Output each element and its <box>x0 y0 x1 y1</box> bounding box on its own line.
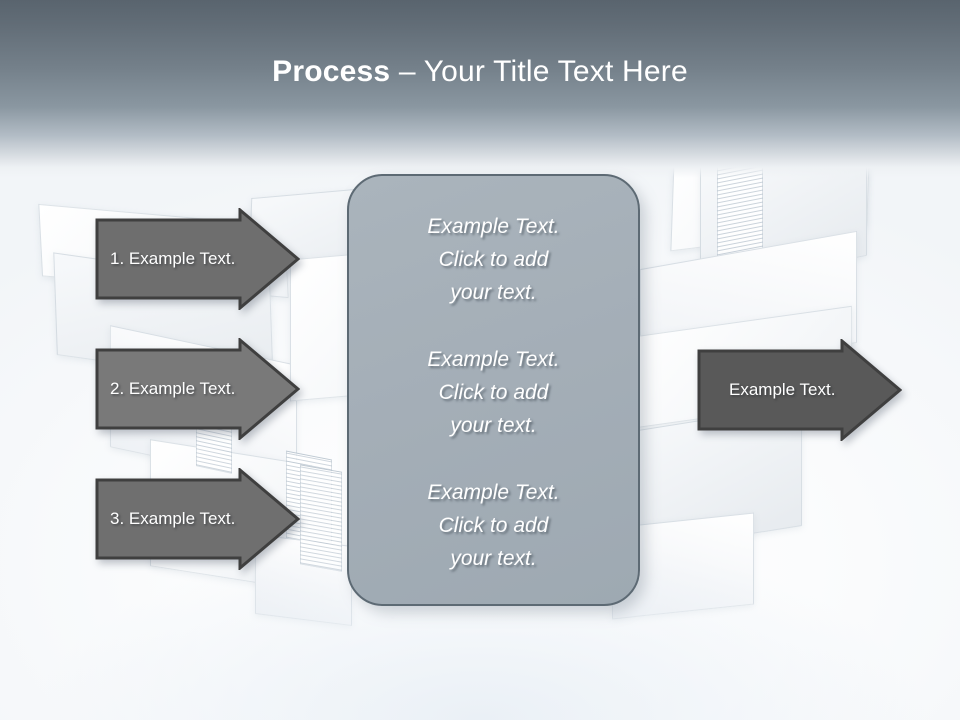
center-panel-paragraph-2[interactable]: Example Text. Click to add your text. <box>427 348 560 437</box>
arrow-right-icon <box>697 339 902 441</box>
center-panel-paragraph-3[interactable]: Example Text. Click to add your text. <box>427 481 560 570</box>
page-title-bold-part: Process <box>272 55 391 88</box>
output-arrow[interactable]: Example Text. <box>697 339 902 441</box>
input-arrow-1-label: 1. Example Text. <box>110 249 236 268</box>
center-panel-paragraph-1[interactable]: Example Text. Click to add your text. <box>427 215 560 304</box>
input-arrow-2[interactable]: 2. Example Text. <box>95 338 300 440</box>
page-title: Process – Your Title Text Here <box>0 52 960 92</box>
center-content-panel[interactable]: Example Text. Click to add your text. Ex… <box>347 174 640 606</box>
input-arrow-2-label: 2. Example Text. <box>110 379 236 398</box>
input-arrow-1[interactable]: 1. Example Text. <box>95 208 300 310</box>
input-arrow-3[interactable]: 3. Example Text. <box>95 468 300 570</box>
input-arrow-3-label: 3. Example Text. <box>110 509 236 528</box>
arrow-right-icon <box>95 338 300 440</box>
arrow-right-icon <box>95 208 300 310</box>
arrow-right-icon <box>95 468 300 570</box>
output-arrow-label: Example Text. <box>729 380 836 399</box>
page-title-rest-part: – Your Title Text Here <box>390 55 688 88</box>
